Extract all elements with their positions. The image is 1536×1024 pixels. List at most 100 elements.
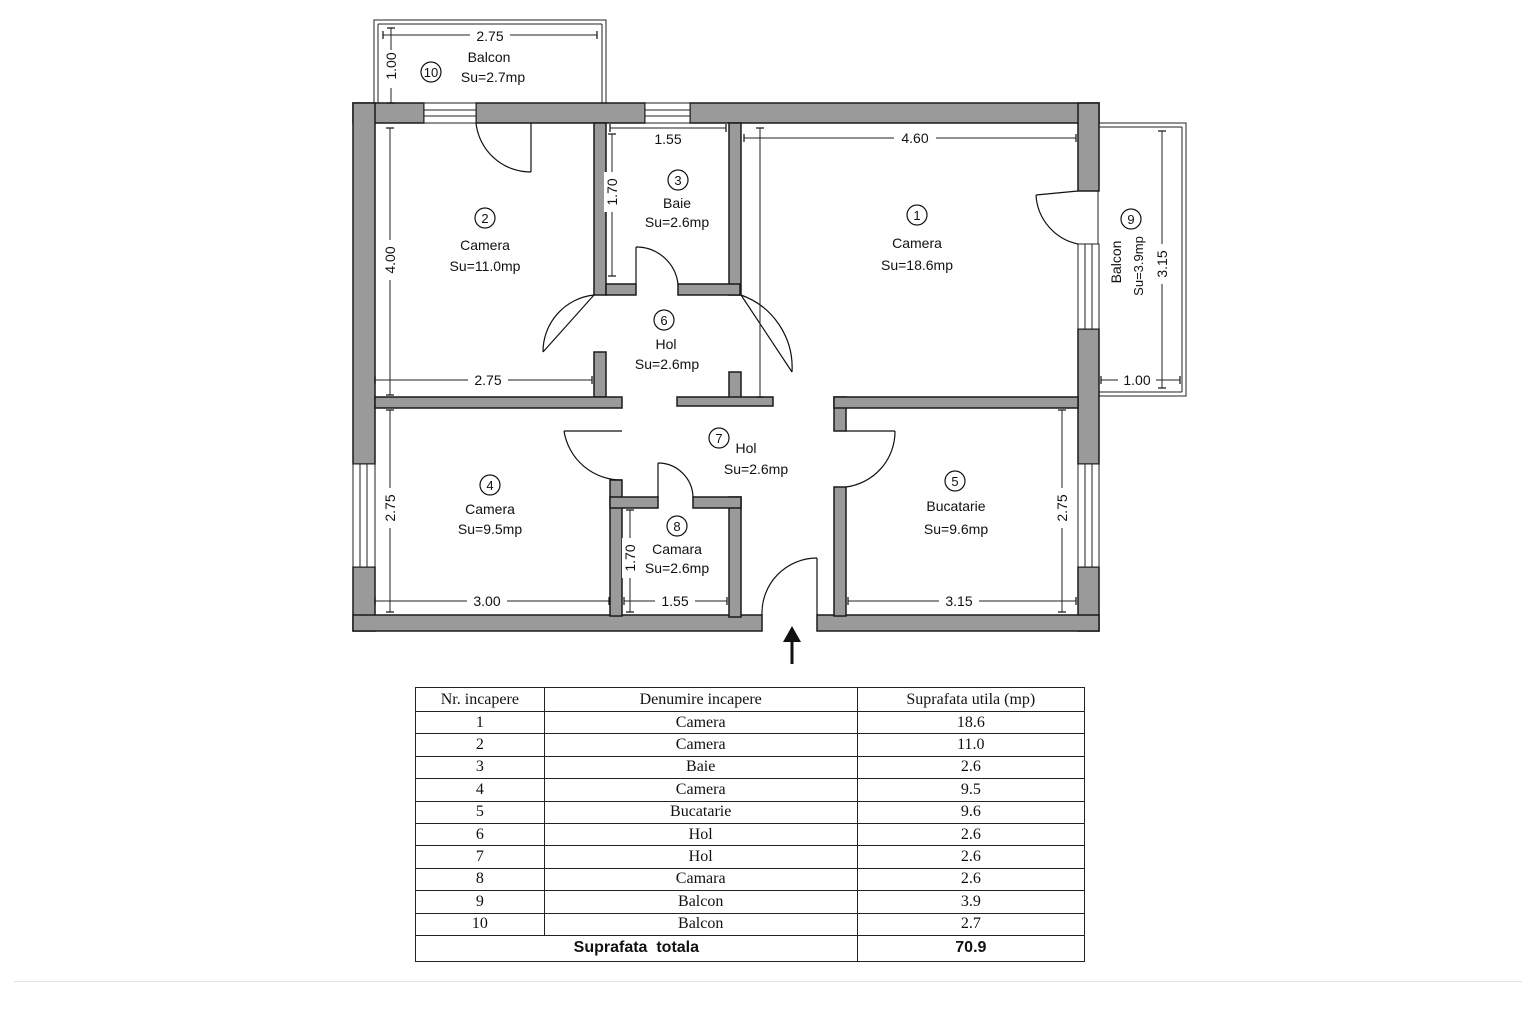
room-10-number: 10 <box>424 65 438 80</box>
room-7-name: Hol <box>735 440 756 456</box>
room-1-name: Camera <box>892 235 942 251</box>
total-value: 70.9 <box>856 934 1086 962</box>
dim-bucatarie-height: 2.75 <box>1054 494 1070 521</box>
cell-name: Bucatarie <box>543 800 858 824</box>
cell-name: Baie <box>543 755 858 780</box>
room-1-number: 1 <box>913 208 920 223</box>
area-table: Nr. incapere Denumire incapere Suprafata… <box>415 687 1086 962</box>
room-4-name: Camera <box>465 501 515 517</box>
cell-nr: 3 <box>415 755 545 780</box>
doors <box>475 122 1079 616</box>
room-5-area: Su=9.6mp <box>924 521 988 537</box>
room-8-area: Su=2.6mp <box>645 560 709 576</box>
dim-camera1-width: 4.60 <box>901 130 928 146</box>
room-6-number: 6 <box>660 313 667 328</box>
dim-bucatarie-width: 3.15 <box>945 593 972 609</box>
room-4-number: 4 <box>486 478 493 493</box>
room-6-area: Su=2.6mp <box>635 356 699 372</box>
room-7-number: 7 <box>715 431 722 446</box>
dim-camera4-height: 2.75 <box>382 494 398 521</box>
cell-area: 2.6 <box>856 845 1086 869</box>
room-9-area: Su=3.9mp <box>1131 236 1146 296</box>
cell-area: 9.5 <box>856 778 1086 802</box>
cell-nr: 5 <box>415 800 545 824</box>
cell-name: Camera <box>543 710 858 735</box>
room-2-number: 2 <box>481 211 488 226</box>
table-row: 8 Camara 2.6 <box>415 867 1086 892</box>
room-3-number: 3 <box>674 173 681 188</box>
dim-camera4-width: 3.00 <box>473 593 500 609</box>
header-suprafata: Suprafata utila (mp) <box>856 687 1086 712</box>
header-denumire: Denumire incapere <box>543 687 858 712</box>
total-label: Suprafata totala <box>415 934 858 962</box>
bottom-divider <box>14 981 1522 982</box>
dimension-labels: 2.75 1.00 1.55 1.70 4.60 4.00 2.75 3.15 … <box>382 27 1170 609</box>
table-header-row: Nr. incapere Denumire incapere Suprafata… <box>415 687 1086 712</box>
cell-area: 2.6 <box>856 755 1086 780</box>
cell-area: 2.6 <box>856 867 1086 892</box>
room-3-name: Baie <box>663 195 691 211</box>
table-row: 6 Hol 2.6 <box>415 822 1086 847</box>
cell-nr: 1 <box>415 710 545 735</box>
dim-balcon10-width: 2.75 <box>476 28 503 44</box>
table-row: 4 Camera 9.5 <box>415 778 1086 802</box>
cell-area: 3.9 <box>856 890 1086 914</box>
cell-area: 2.6 <box>856 822 1086 847</box>
cell-nr: 2 <box>415 733 545 757</box>
room-7-area: Su=2.6mp <box>724 461 788 477</box>
table-row: 9 Balcon 3.9 <box>415 890 1086 914</box>
table-row: 5 Bucatarie 9.6 <box>415 800 1086 824</box>
cell-nr: 6 <box>415 822 545 847</box>
cell-name: Camara <box>543 867 858 892</box>
cell-area: 11.0 <box>856 733 1086 757</box>
dim-balcon9-depth: 1.00 <box>1123 372 1150 388</box>
cell-nr: 10 <box>415 912 545 936</box>
cell-area: 2.7 <box>856 912 1086 936</box>
dim-camera2-width: 2.75 <box>474 372 501 388</box>
dim-camara-height: 1.70 <box>622 544 638 571</box>
room-9-name: Balcon <box>1108 241 1124 284</box>
room-labels: 1 Camera Su=18.6mp 2 Camera Su=11.0mp 3 … <box>420 49 1146 576</box>
cell-name: Balcon <box>543 912 858 936</box>
dim-balcon9-length: 3.15 <box>1154 250 1170 277</box>
table-row: 10 Balcon 2.7 <box>415 912 1086 936</box>
walls <box>352 102 1100 632</box>
room-10-area: Su=2.7mp <box>461 69 525 85</box>
room-3-area: Su=2.6mp <box>645 214 709 230</box>
room-2-area: Su=11.0mp <box>450 258 521 274</box>
cell-name: Hol <box>543 822 858 847</box>
room-9-number: 9 <box>1127 212 1134 227</box>
table-row: 3 Baie 2.6 <box>415 755 1086 780</box>
cell-name: Balcon <box>543 890 858 914</box>
dim-baie-height: 1.70 <box>604 178 620 205</box>
dim-camera2-height: 4.00 <box>382 246 398 273</box>
header-nr: Nr. incapere <box>415 687 545 712</box>
table-row: 1 Camera 18.6 <box>415 710 1086 735</box>
cell-name: Hol <box>543 845 858 869</box>
dim-balcon10-depth: 1.00 <box>383 52 399 79</box>
cell-nr: 4 <box>415 778 545 802</box>
cell-area: 18.6 <box>856 710 1086 735</box>
table-row: 2 Camera 11.0 <box>415 733 1086 757</box>
room-5-number: 5 <box>951 474 958 489</box>
table-row: 7 Hol 2.6 <box>415 845 1086 869</box>
cell-area: 9.6 <box>856 800 1086 824</box>
room-10-name: Balcon <box>468 49 511 65</box>
room-8-number: 8 <box>673 519 680 534</box>
room-6-name: Hol <box>655 336 676 352</box>
room-5-name: Bucatarie <box>926 498 985 514</box>
dim-baie-width: 1.55 <box>654 131 681 147</box>
entrance-arrow-icon <box>783 626 801 664</box>
cell-name: Camera <box>543 733 858 757</box>
room-1-area: Su=18.6mp <box>881 257 953 273</box>
cell-name: Camera <box>543 778 858 802</box>
room-4-area: Su=9.5mp <box>458 521 522 537</box>
windows <box>352 102 1100 568</box>
floor-plan: 2.75 1.00 1.55 1.70 4.60 4.00 2.75 3.15 … <box>352 19 1187 664</box>
cell-nr: 8 <box>415 867 545 892</box>
cell-nr: 9 <box>415 890 545 914</box>
room-2-name: Camera <box>460 237 510 253</box>
room-8-name: Camara <box>652 541 702 557</box>
table-total-row: Suprafata totala 70.9 <box>415 934 1086 962</box>
dim-camara-width: 1.55 <box>661 593 688 609</box>
